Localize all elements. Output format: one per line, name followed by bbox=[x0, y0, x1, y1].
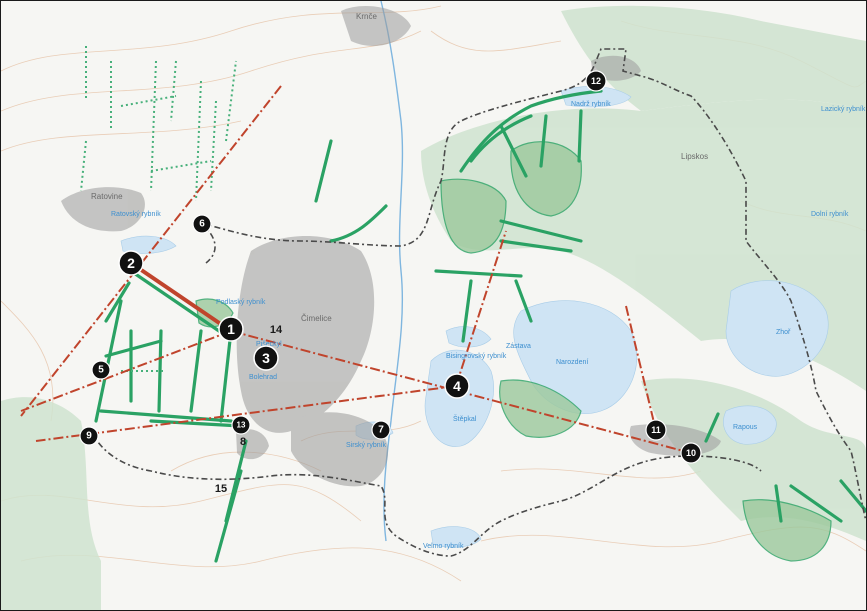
marker-2-label: 2 bbox=[127, 255, 135, 271]
label-rapous: Rapous bbox=[733, 424, 758, 431]
pond-bisingrovsky bbox=[445, 326, 492, 348]
marker-4[interactable]: 4 bbox=[444, 373, 470, 399]
label-cimelice: Čimelice bbox=[301, 314, 332, 323]
marker-11[interactable]: 11 bbox=[645, 419, 667, 441]
label-rakovsky: Ratovský rybník bbox=[111, 211, 161, 218]
label-dolni: Dolní rybník bbox=[811, 211, 849, 218]
label-ratovine: Ratovine bbox=[91, 192, 123, 201]
marker-3[interactable]: 3 bbox=[253, 345, 279, 371]
label-number-14: 14 bbox=[270, 324, 283, 336]
marker-7-label: 7 bbox=[378, 425, 384, 436]
marker-5[interactable]: 5 bbox=[91, 360, 111, 380]
label-number-15: 15 bbox=[215, 483, 227, 495]
label-nadrz: Nadrž rybník bbox=[571, 101, 611, 108]
label-zastava: Zástava bbox=[506, 343, 531, 350]
marker-6[interactable]: 6 bbox=[192, 214, 212, 234]
marker-1[interactable]: 1 bbox=[218, 316, 244, 342]
proposed-paths bbox=[94, 89, 866, 563]
marker-3-label: 3 bbox=[262, 350, 270, 366]
label-velmo: Velmo rybník bbox=[423, 543, 464, 550]
label-luzicky: Lazický rybník bbox=[821, 106, 866, 113]
marker-12-label: 12 bbox=[591, 76, 601, 86]
label-lipskos: Lipskos bbox=[681, 152, 708, 161]
marker-13[interactable]: 13 bbox=[231, 415, 251, 435]
pond-zhor bbox=[725, 280, 829, 377]
label-bolehrad: Bolehrad bbox=[249, 374, 277, 381]
marker-7[interactable]: 7 bbox=[371, 420, 391, 440]
label-pisecny: Pišeckyl bbox=[256, 341, 282, 348]
label-bisingrovsky: Bisingrovský rybník bbox=[446, 353, 507, 360]
label-podlasky: Podlaský rybník bbox=[216, 299, 266, 306]
label-zhor: Zhoř bbox=[776, 329, 791, 336]
label-number-8: 8 bbox=[240, 436, 246, 448]
marker-1-label: 1 bbox=[227, 321, 235, 337]
pond-velmo bbox=[430, 526, 482, 548]
marker-11-label: 11 bbox=[651, 425, 661, 435]
marker-5-label: 5 bbox=[98, 365, 104, 376]
marker-6-label: 6 bbox=[199, 219, 205, 230]
marker-13-label: 13 bbox=[237, 421, 246, 430]
built-up-areas bbox=[61, 6, 721, 487]
pond-nadrz bbox=[560, 86, 632, 108]
label-kroce: Krnče bbox=[356, 12, 377, 21]
marker-12[interactable]: 12 bbox=[585, 70, 607, 92]
label-stepkal: Štěpkal bbox=[453, 414, 477, 423]
marker-4-label: 4 bbox=[453, 378, 461, 394]
markers: 1 2 3 4 5 6 7 bbox=[79, 70, 702, 464]
pond-rapous bbox=[723, 405, 777, 445]
pond-narozdeni bbox=[513, 300, 638, 414]
marker-9[interactable]: 9 bbox=[79, 426, 99, 446]
marker-10[interactable]: 10 bbox=[680, 442, 702, 464]
marker-9-label: 9 bbox=[86, 431, 92, 442]
dotted-paths bbox=[80, 46, 237, 372]
marker-2[interactable]: 2 bbox=[118, 250, 144, 276]
marker-10-label: 10 bbox=[686, 448, 696, 458]
label-sirsky: Sirský rybník bbox=[346, 442, 387, 449]
axis-line-highlight bbox=[129, 261, 233, 333]
label-narozdeni: Narozdení bbox=[556, 359, 588, 366]
